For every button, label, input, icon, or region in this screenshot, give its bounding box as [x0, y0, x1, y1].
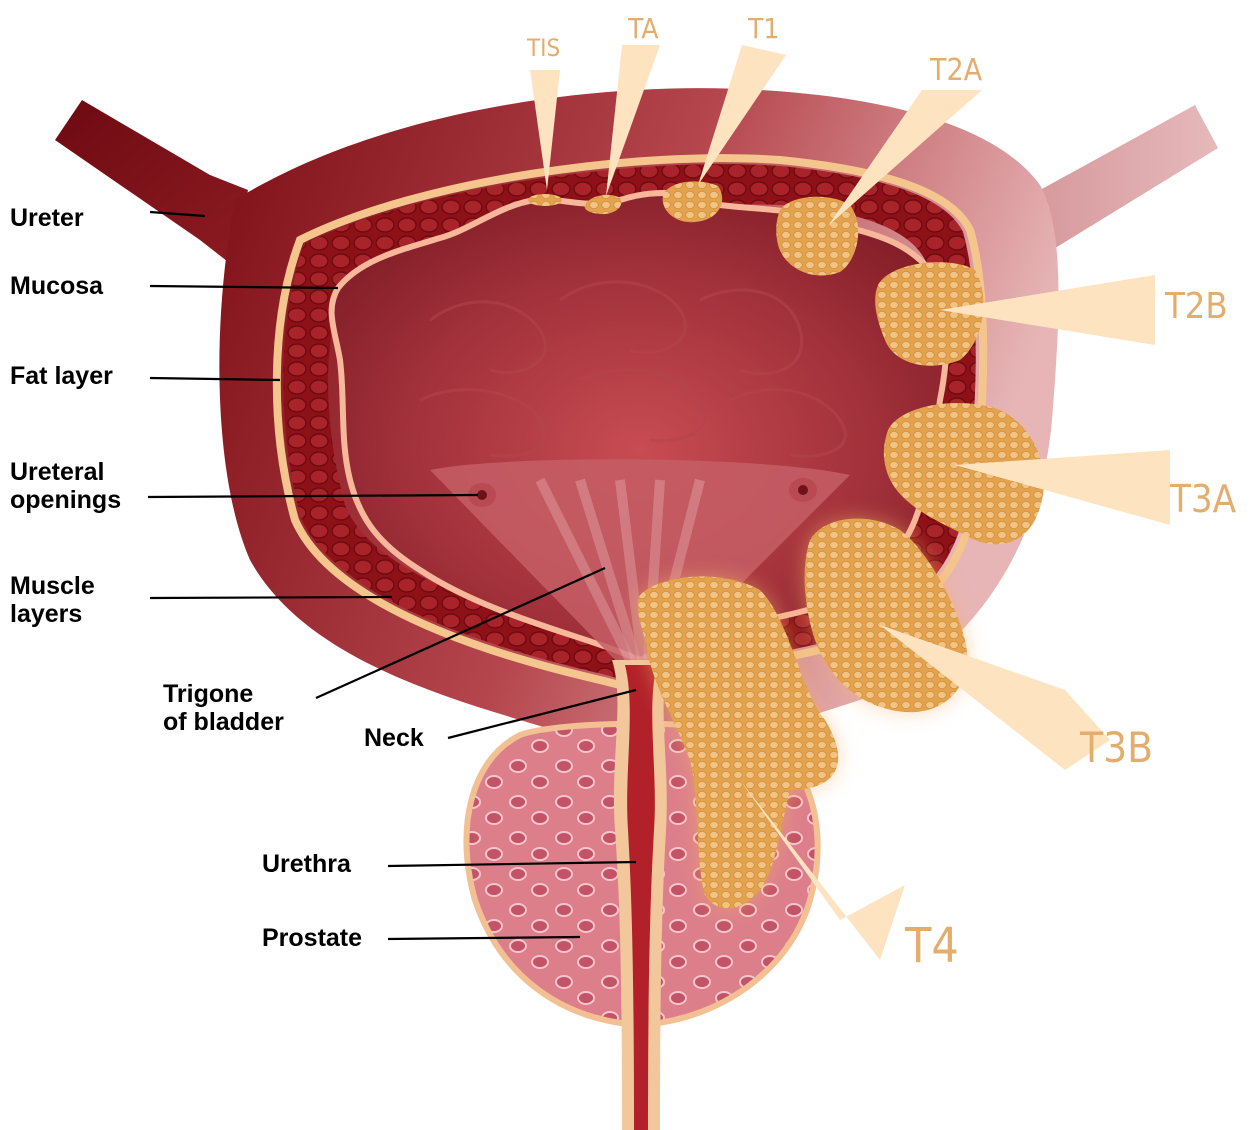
label-urethra: Urethra — [262, 850, 352, 878]
label-ureteral-openings-line1: Ureteral — [10, 458, 105, 486]
label-prostate: Prostate — [262, 924, 362, 952]
stage-t3b-label: T3B — [1079, 723, 1153, 772]
label-mucosa: Mucosa — [10, 272, 104, 300]
stage-t3a-label: T3A — [1169, 477, 1237, 521]
stage-ta-label: TA — [627, 12, 659, 45]
label-trigone-line2: of bladder — [163, 708, 284, 736]
label-trigone-line1: Trigone — [163, 680, 253, 708]
ureter-left — [55, 100, 248, 265]
label-neck: Neck — [364, 724, 424, 752]
label-ureter: Ureter — [10, 204, 84, 232]
label-muscle-layers-line2: layers — [10, 600, 82, 628]
label-fat-layer: Fat layer — [10, 362, 113, 390]
label-muscle-layers-line1: Muscle — [10, 572, 95, 600]
label-ureteral-openings-line2: openings — [10, 486, 121, 514]
stage-t2a-label: T2A — [929, 53, 983, 88]
stage-t4-label: T4 — [904, 918, 959, 974]
stage-t1-label: T1 — [747, 12, 779, 45]
ureter-right — [1040, 105, 1218, 250]
stage-t2b-label: T2B — [1164, 286, 1228, 327]
urethra — [612, 660, 670, 1130]
stage-tis-label: TIS — [526, 34, 560, 62]
tumor-tis — [528, 194, 562, 206]
